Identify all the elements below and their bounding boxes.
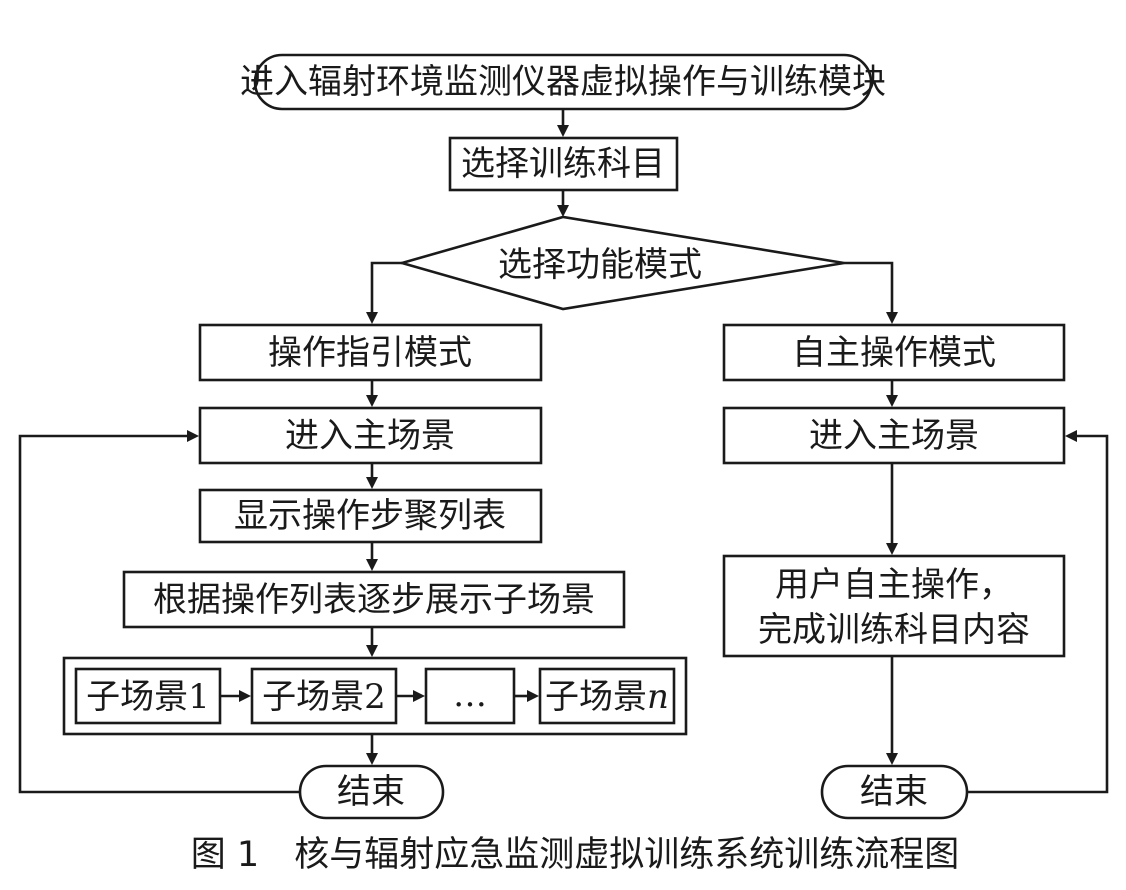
user-operate-node: 用户自主操作， 完成训练科目内容 [722, 554, 1066, 658]
left-enter-scene-node: 进入主场景 [198, 406, 543, 465]
show-steps-label: 显示操作步聚列表 [234, 496, 506, 536]
right-end-label: 结束 [860, 772, 928, 812]
subscene-2-label: 子场景2 [262, 677, 386, 717]
left-end-node: 结束 [298, 764, 445, 820]
guided-mode-node: 操作指引模式 [198, 323, 543, 382]
edge-subscene-2-to-ellipsis [396, 690, 425, 702]
right-enter-scene-node: 进入主场景 [722, 406, 1066, 465]
edge-subscenes-to-container [366, 627, 378, 657]
figure-caption: 图 1 核与辐射应急监测虚拟训练系统训练流程图 [191, 835, 959, 875]
edge-start-to-subject [557, 109, 569, 137]
subscene-n-label: 子场景n [545, 677, 669, 717]
subscene-ellipsis-node: … [424, 667, 516, 725]
edge-subscene-1-to-2 [220, 690, 251, 702]
subscene-ellipsis-label: … [453, 675, 487, 715]
right-enter-scene-label: 进入主场景 [809, 416, 979, 456]
edge-steps-to-subscenes [366, 542, 378, 571]
user-operate-line2: 完成训练科目内容 [758, 610, 1030, 650]
edge-ellipsis-to-n [514, 690, 539, 702]
subscene-1-label: 子场景1 [86, 677, 210, 717]
edge-mode-to-self [844, 261, 898, 324]
start-label: 进入辐射环境监测仪器虚拟操作与训练模块 [240, 62, 886, 102]
edge-subject-to-mode [557, 190, 569, 217]
show-subscenes-label: 根据操作列表逐步展示子场景 [153, 580, 595, 620]
edge-right-loop-back [967, 430, 1109, 794]
edge-mode-to-guided [366, 261, 402, 324]
subscene-2-node: 子场景2 [250, 667, 398, 725]
edge-guided-to-scene [366, 380, 378, 407]
select-subject-node: 选择训练科目 [448, 136, 679, 192]
edge-self-to-scene [886, 380, 898, 407]
edge-container-to-left-end [366, 734, 378, 765]
self-mode-node: 自主操作模式 [722, 323, 1066, 382]
subscene-n-prefix: 子场景 [545, 677, 647, 717]
edge-scene-to-user-op [886, 463, 898, 555]
subscene-1-node: 子场景1 [74, 667, 222, 725]
select-subject-label: 选择训练科目 [461, 144, 665, 184]
subscene-container: 子场景1 子场景2 … 子场景n [62, 656, 688, 736]
left-end-label: 结束 [337, 772, 405, 812]
select-mode-label: 选择功能模式 [498, 245, 702, 285]
edge-scene-to-steps [366, 463, 378, 489]
subscene-n-var: n [647, 677, 669, 717]
guided-mode-label: 操作指引模式 [268, 333, 472, 373]
select-mode-decision: 选择功能模式 [397, 215, 845, 311]
show-steps-node: 显示操作步聚列表 [198, 488, 543, 544]
edge-user-op-to-right-end [886, 656, 898, 765]
edge-left-loop-back [18, 430, 300, 794]
user-operate-line1: 用户自主操作， [775, 565, 1013, 605]
start-node: 进入辐射环境监测仪器虚拟操作与训练模块 [240, 53, 886, 111]
right-end-node: 结束 [820, 764, 969, 820]
subscene-n-node: 子场景n [538, 667, 676, 725]
show-subscenes-node: 根据操作列表逐步展示子场景 [122, 570, 626, 629]
left-enter-scene-label: 进入主场景 [285, 416, 455, 456]
self-mode-label: 自主操作模式 [792, 333, 996, 373]
